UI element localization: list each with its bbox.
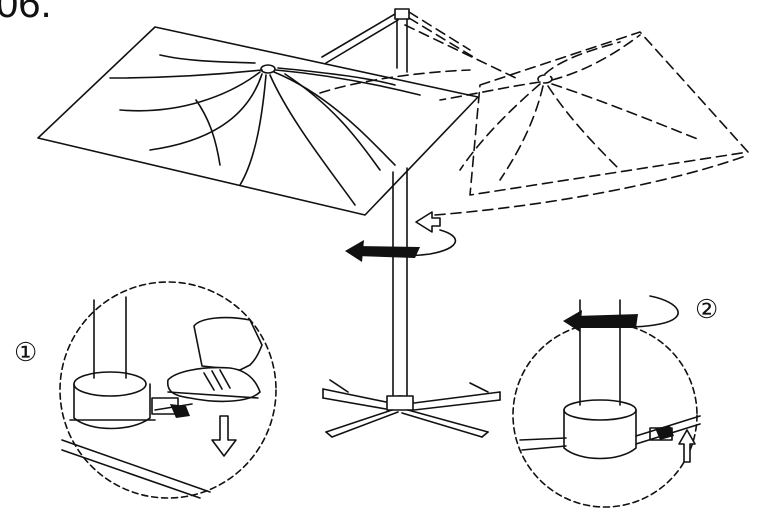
detail-circle-step-1 bbox=[59, 281, 277, 499]
shoe-icon bbox=[166, 316, 263, 403]
rotation-arrow-main-icon bbox=[345, 229, 457, 262]
umbrella-pole bbox=[392, 167, 408, 399]
up-arrow-icon bbox=[678, 429, 696, 463]
step-label-1: ① bbox=[14, 338, 38, 368]
corner-text: 06. bbox=[0, 0, 52, 26]
step-label-2: ② bbox=[695, 295, 719, 325]
detail-circle-step-2 bbox=[512, 295, 701, 508]
swing-direction-arrow-icon bbox=[415, 211, 441, 233]
down-arrow-icon bbox=[211, 415, 237, 457]
umbrella-canopy-solid bbox=[37, 8, 479, 216]
umbrella-canopy-dashed bbox=[319, 11, 749, 216]
cross-base bbox=[322, 379, 501, 438]
rotation-arrow-detail-icon bbox=[563, 295, 679, 332]
